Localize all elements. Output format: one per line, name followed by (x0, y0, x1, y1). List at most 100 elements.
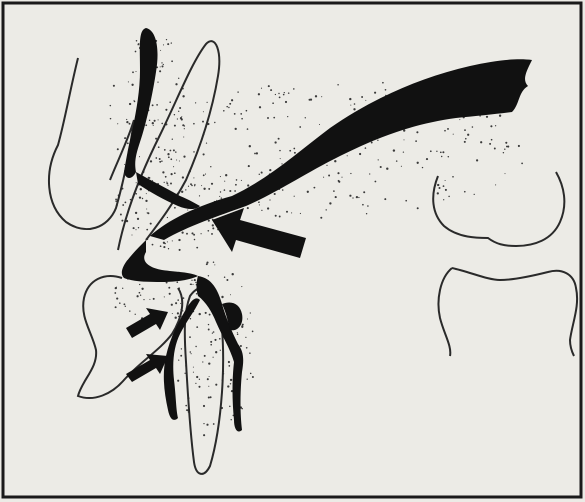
stipple-dot (259, 174, 260, 175)
stipple-dot (284, 92, 285, 93)
stipple-dot (224, 181, 225, 182)
stipple-dot (199, 195, 200, 196)
stipple-dot (147, 212, 148, 213)
stipple-dot (166, 39, 167, 40)
stipple-dot (272, 102, 274, 104)
stipple-dot (124, 201, 126, 203)
stipple-dot (259, 106, 261, 108)
stipple-dot (504, 148, 505, 149)
stipple-dot (452, 176, 454, 178)
stipple-dot (193, 151, 195, 153)
stipple-dot (464, 191, 466, 193)
stipple-dot (365, 147, 367, 149)
stipple-dot (198, 386, 200, 388)
stipple-dot (182, 124, 184, 126)
stipple-dot (116, 298, 118, 300)
stipple-dot (269, 199, 270, 200)
stipple-dot (354, 103, 356, 105)
stipple-dot (293, 88, 295, 90)
stipple-dot (160, 66, 161, 67)
stipple-dot (178, 111, 179, 112)
stipple-dot (367, 205, 369, 207)
stipple-dot (430, 150, 432, 152)
stipple-dot (447, 128, 449, 130)
stipple-dot (182, 95, 184, 97)
stipple-dot (417, 207, 419, 209)
stipple-dot (213, 331, 215, 333)
stipple-dot (163, 64, 164, 65)
stipple-dot (294, 196, 295, 197)
stipple-dot (174, 114, 175, 115)
stipple-dot (196, 376, 198, 378)
stipple-dot (247, 318, 248, 319)
stipple-dot (273, 117, 275, 119)
stipple-dot (334, 160, 336, 162)
stipple-dot (176, 159, 177, 160)
stipple-dot (159, 161, 161, 163)
stipple-dot (221, 197, 223, 199)
stipple-dot (486, 116, 488, 118)
stipple-dot (371, 142, 373, 144)
stipple-dot (325, 209, 326, 210)
stipple-dot (124, 164, 125, 165)
stipple-dot (159, 158, 161, 160)
stipple-dot (521, 163, 523, 165)
stipple-dot (136, 295, 138, 297)
stipple-dot (152, 104, 154, 106)
stipple-dot (207, 378, 209, 380)
stipple-dot (261, 88, 262, 89)
stipple-dot (129, 103, 131, 105)
stipple-dot (171, 304, 173, 306)
stipple-dot (202, 121, 204, 123)
stipple-dot (167, 217, 168, 218)
stipple-dot (223, 110, 225, 112)
stipple-dot (206, 262, 208, 264)
stipple-dot (178, 359, 179, 360)
stipple-dot (171, 60, 173, 62)
stipple-dot (326, 165, 327, 166)
stipple-dot (121, 220, 123, 222)
stipple-dot (442, 151, 444, 153)
stipple-dot (361, 96, 363, 98)
stipple-dot (230, 379, 232, 381)
stipple-dot (333, 190, 335, 192)
stipple-dot (245, 337, 246, 338)
stipple-dot (204, 355, 206, 357)
stipple-dot (135, 193, 137, 195)
stipple-dot (129, 123, 131, 125)
stipple-dot (113, 85, 115, 87)
stipple-dot (241, 180, 242, 181)
stipple-dot (252, 376, 254, 378)
stipple-dot (464, 129, 466, 131)
stipple-dot (210, 341, 212, 343)
stipple-dot (153, 125, 154, 126)
stipple-dot (448, 156, 449, 157)
stipple-dot (369, 173, 370, 174)
stipple-dot (149, 120, 150, 121)
stipple-dot (175, 302, 177, 304)
stipple-dot (443, 199, 444, 200)
stipple-dot (110, 118, 112, 120)
stipple-dot (293, 148, 295, 150)
stipple-dot (246, 347, 248, 349)
stipple-dot (203, 423, 204, 424)
stipple-dot (203, 153, 205, 155)
stipple-dot (193, 123, 195, 125)
stipple-dot (129, 310, 130, 311)
stipple-dot (188, 186, 189, 187)
stipple-dot (154, 120, 156, 122)
stipple-dot (178, 239, 180, 241)
stipple-dot (472, 126, 474, 128)
stipple-dot (494, 148, 496, 150)
stipple-dot (172, 139, 173, 140)
stipple-dot (135, 314, 136, 315)
stipple-dot (160, 50, 161, 51)
stipple-dot (202, 361, 203, 362)
stipple-dot (181, 191, 183, 193)
stipple-dot (152, 122, 154, 124)
stipple-dot (120, 214, 122, 216)
stipple-dot (337, 84, 339, 86)
stipple-dot (131, 234, 132, 235)
stipple-dot (194, 185, 195, 186)
stipple-dot (363, 191, 365, 193)
